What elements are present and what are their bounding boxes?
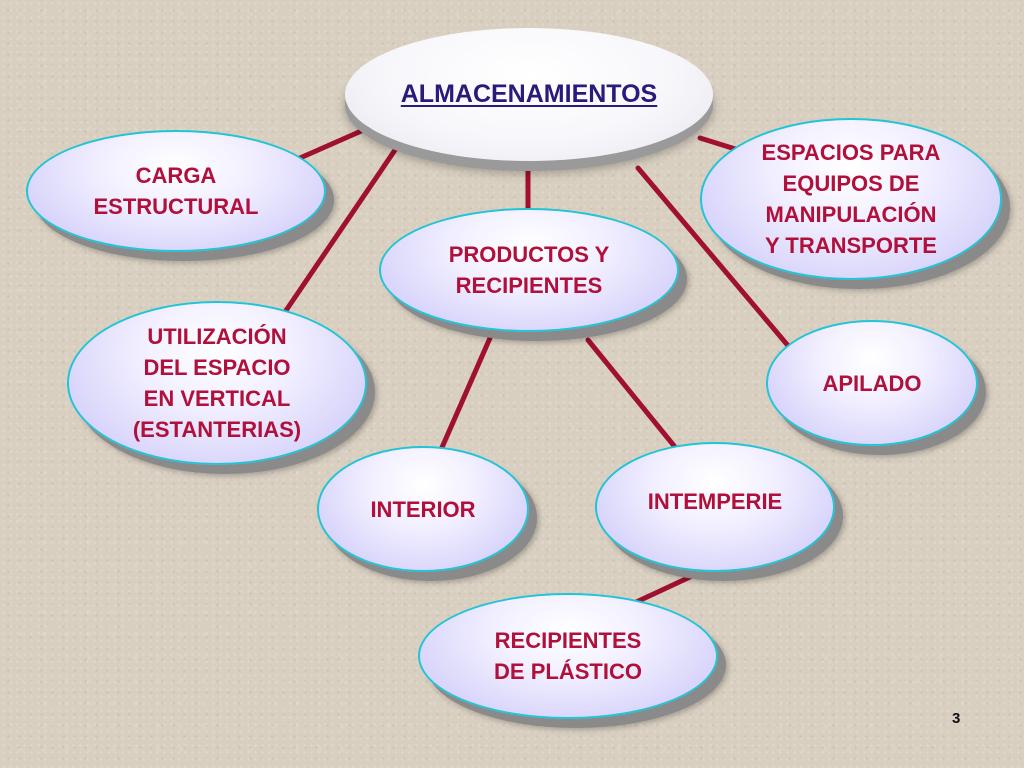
node-recipientes-plastico-label: RECIPIENTES DE PLÁSTICO [494,628,642,684]
node-utilizacion-espacio-label: UTILIZACIÓN DEL ESPACIO EN VERTICAL (EST… [132,324,302,442]
node-interior: INTERIOR [317,446,529,572]
connector-root-utilizacion [282,147,398,315]
node-espacios-equipos-label: ESPACIOS PARA EQUIPOS DE MANIPULACIÓN Y … [761,140,941,258]
connector-productos-interior [437,335,493,455]
connector-root-apilado [635,165,793,351]
slide-number: 3 [952,710,961,727]
node-apilado-label: APILADO [822,370,922,396]
node-productos-recipientes-label: PRODUCTOS Y RECIPIENTES [448,242,610,298]
node-utilizacion-espacio: UTILIZACIÓN DEL ESPACIO EN VERTICAL (EST… [67,301,367,465]
node-interior-label: INTERIOR [370,496,476,522]
node-carga-estructural: CARGA ESTRUCTURAL [26,130,326,252]
node-productos-recipientes: PRODUCTOS Y RECIPIENTES [379,208,679,332]
node-recipientes-plastico: RECIPIENTES DE PLÁSTICO [418,593,718,719]
connector-productos-intemperie [585,337,678,450]
node-intemperie-label: INTEMPERIE [647,488,783,514]
node-almacenamientos: ALMACENAMIENTOS [345,28,713,161]
node-espacios-equipos: ESPACIOS PARA EQUIPOS DE MANIPULACIÓN Y … [700,118,1002,280]
node-almacenamientos-label: ALMACENAMIENTOS [400,80,658,108]
node-apilado: APILADO [766,320,978,446]
node-carga-estructural-label: CARGA ESTRUCTURAL [93,163,259,219]
node-intemperie: INTEMPERIE [595,442,835,572]
connector-root-carga [297,122,378,161]
